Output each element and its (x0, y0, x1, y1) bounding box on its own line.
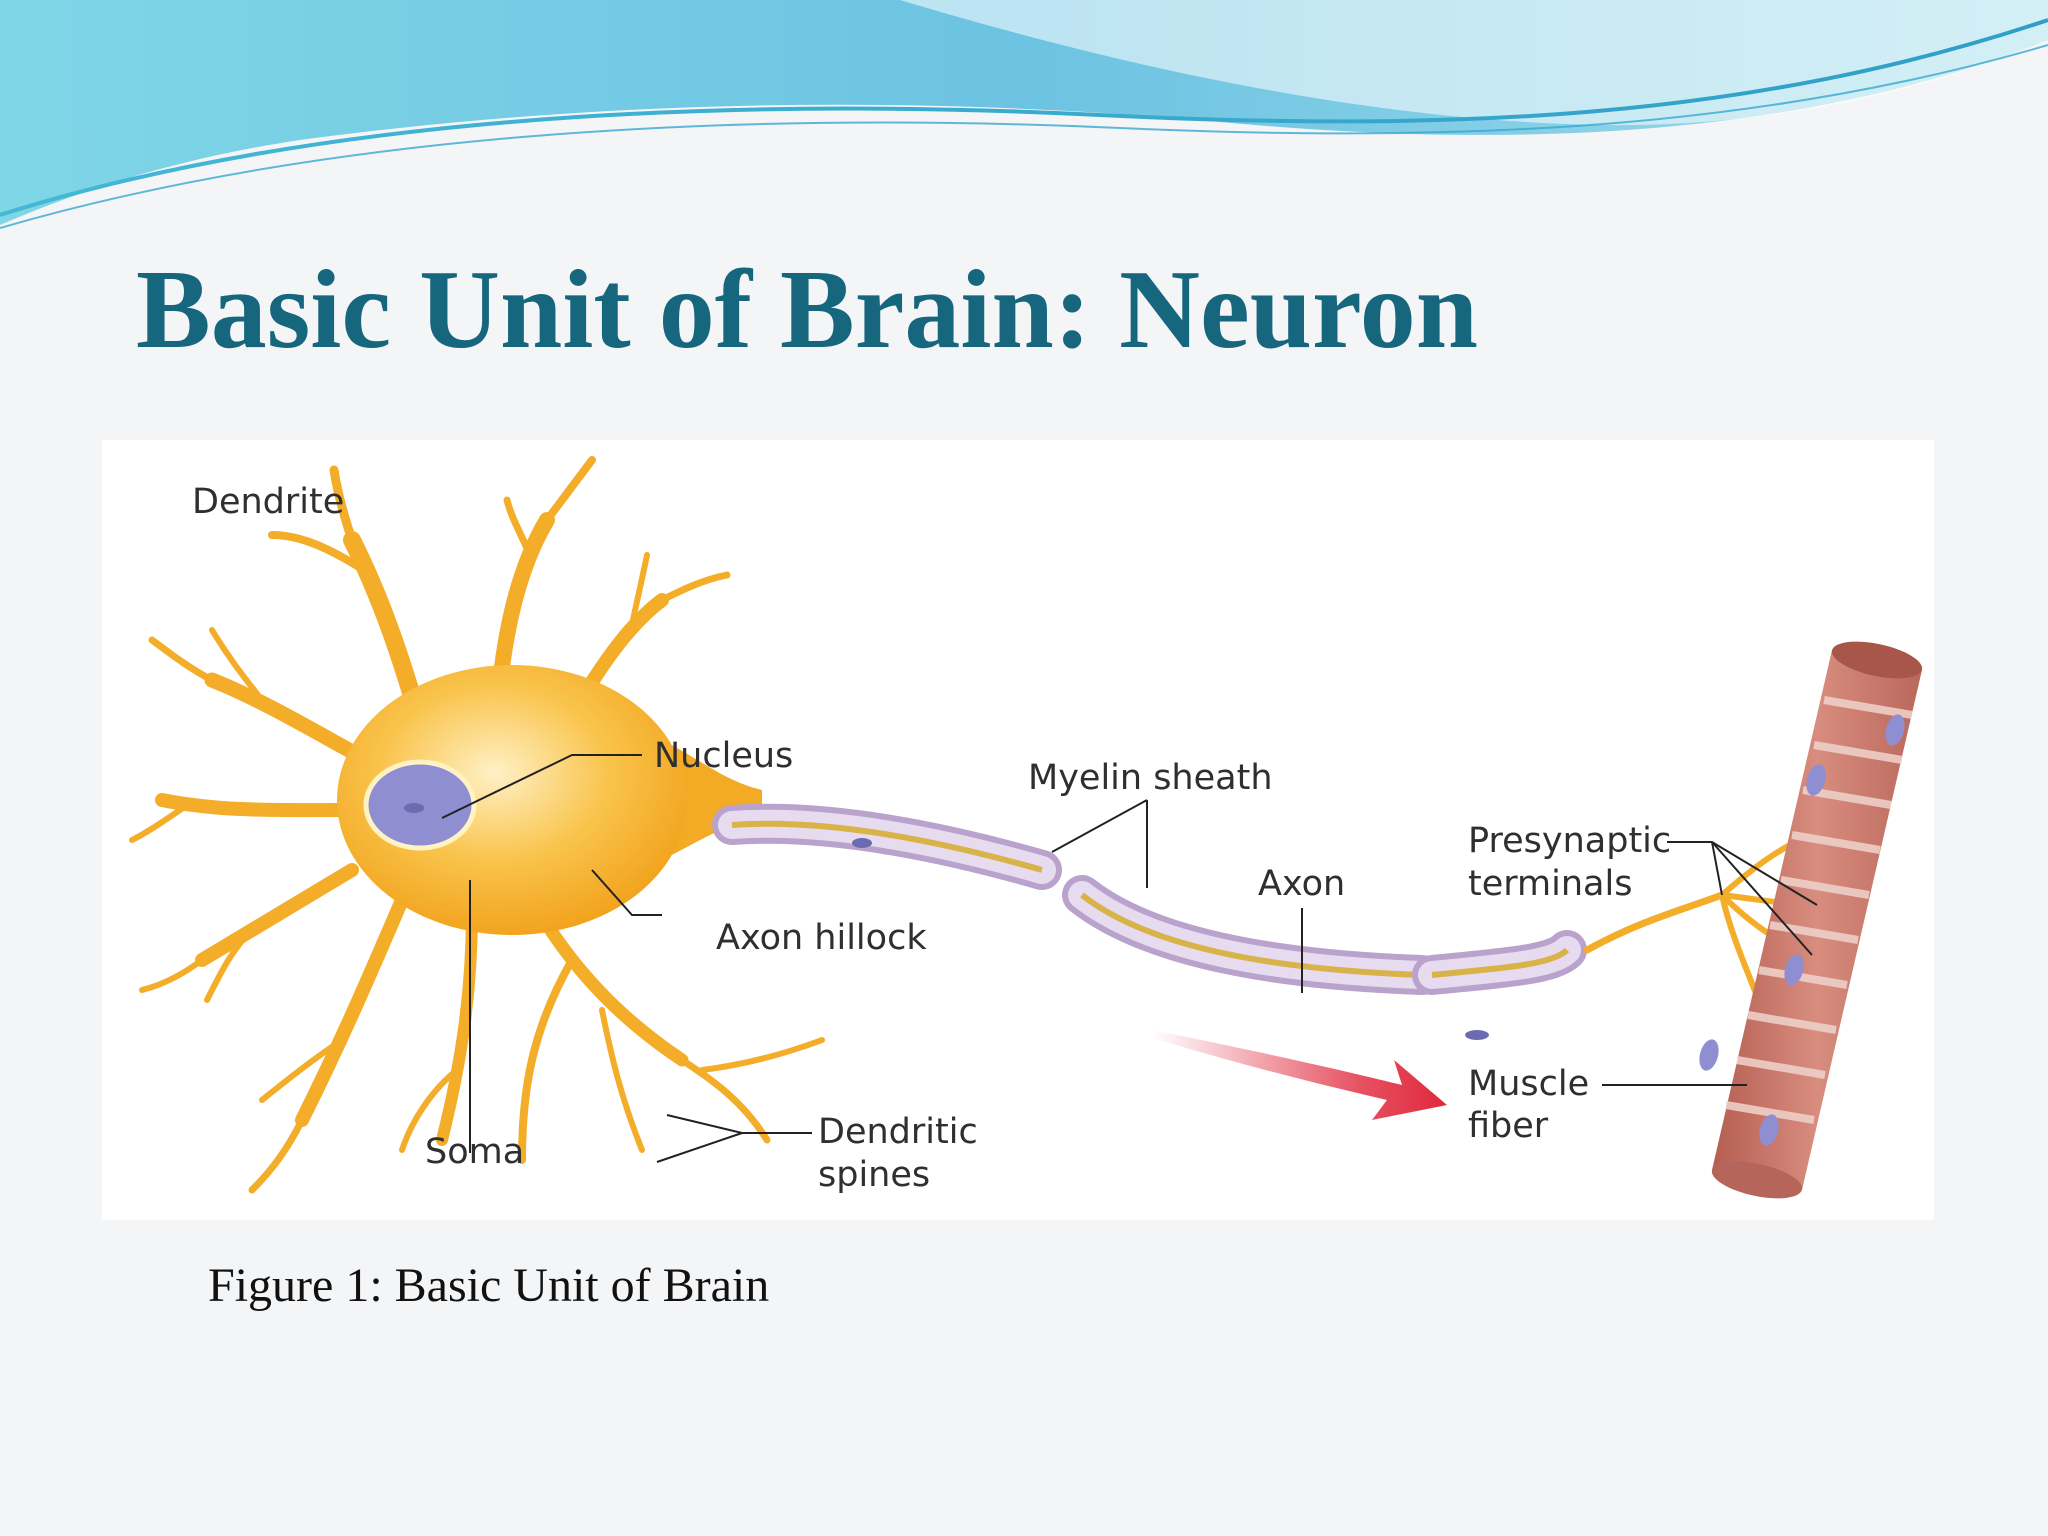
axon (712, 803, 1587, 1040)
muscle-fiber (1699, 641, 1923, 1199)
label-dendrite: Dendrite (192, 482, 344, 522)
label-axon: Axon (1258, 864, 1345, 904)
label-myelin-sheath: Myelin sheath (1028, 758, 1273, 798)
slide-title: Basic Unit of Brain: Neuron (136, 248, 1478, 372)
label-dendritic-spines-line2: spines (818, 1155, 930, 1195)
leader-lines (441, 754, 1818, 1163)
label-presynaptic-terminals-line2: terminals (1468, 864, 1632, 904)
label-presynaptic-terminals-line1: Presynaptic (1468, 821, 1671, 861)
neuron-figure: Dendrite Nucleus Myelin sheath Axon Axon… (102, 440, 1934, 1220)
soma (337, 665, 687, 935)
label-dendritic-spines-line1: Dendritic (818, 1112, 978, 1152)
figure-caption: Figure 1: Basic Unit of Brain (208, 1259, 770, 1312)
header-wave-decoration (0, 0, 2048, 229)
axon-hillock (662, 740, 762, 860)
label-axon-hillock: Axon hillock (716, 918, 927, 958)
neuron-diagram: Dendrite Nucleus Myelin sheath Axon Axon… (129, 456, 1923, 1199)
label-soma: Soma (425, 1132, 524, 1172)
label-muscle-fiber-line2: fiber (1468, 1106, 1549, 1146)
label-muscle-fiber-line1: Muscle (1468, 1064, 1589, 1104)
signal-direction-arrow (1152, 1030, 1447, 1120)
label-nucleus: Nucleus (654, 736, 793, 776)
dendrites (129, 456, 825, 1194)
